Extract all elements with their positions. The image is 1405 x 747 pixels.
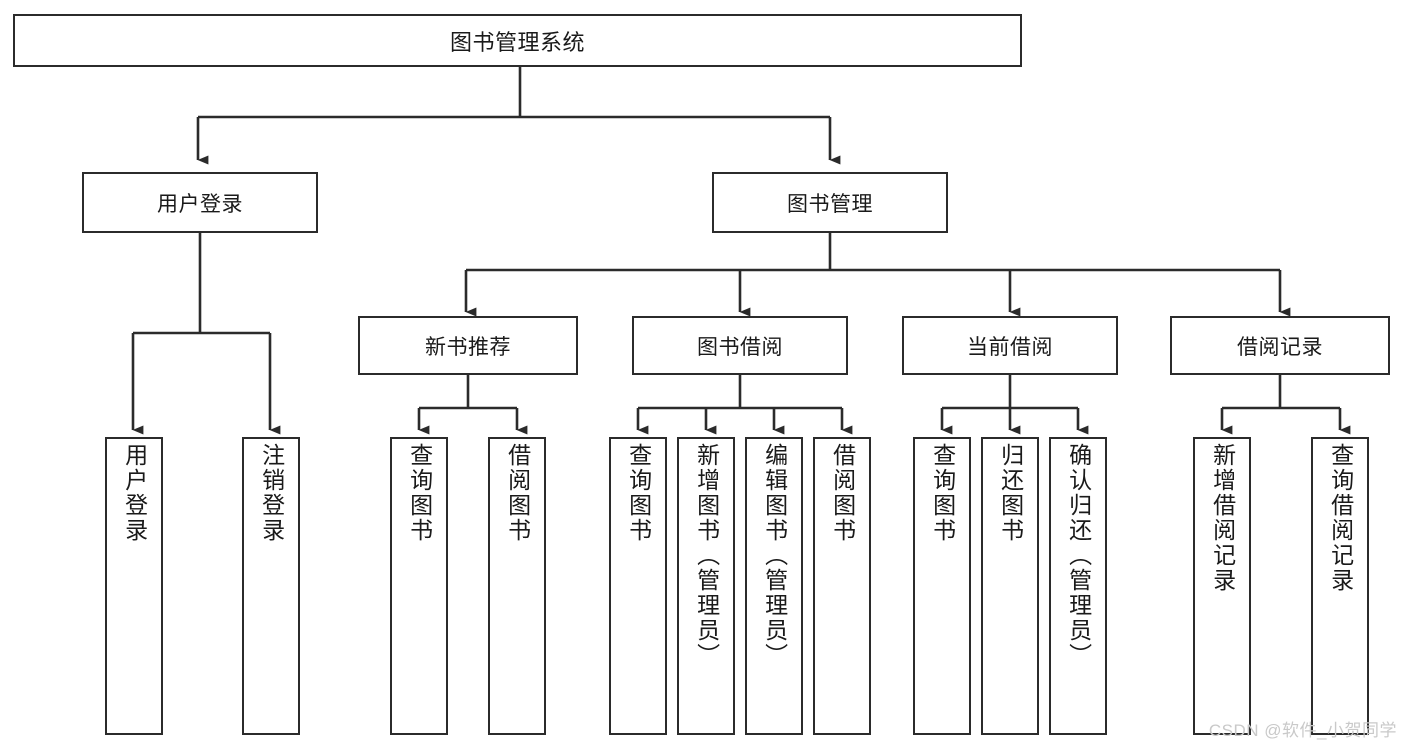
leaf-user-login[interactable]: 用户登录 — [105, 437, 163, 735]
leaf-borrow-book-recommend[interactable]: 借阅图书 — [488, 437, 546, 735]
leaf-edit-book-admin[interactable]: 编辑图书（管理员） — [745, 437, 803, 735]
leaf-query-book-current[interactable]: 查询图书 — [913, 437, 971, 735]
leaf-label: 用户登录 — [121, 443, 148, 543]
leaf-label: 确认归还（管理员） — [1065, 443, 1092, 668]
node-user-login-label: 用户登录 — [157, 192, 243, 216]
leaf-label: 新增图书（管理员） — [693, 443, 720, 668]
node-book-management[interactable]: 图书管理 — [712, 172, 948, 233]
leaf-label: 归还图书 — [997, 443, 1024, 543]
leaf-return-book[interactable]: 归还图书 — [981, 437, 1039, 735]
leaf-label: 注销登录 — [258, 443, 285, 543]
node-current-borrow-label: 当前借阅 — [967, 335, 1053, 359]
leaf-borrow-book[interactable]: 借阅图书 — [813, 437, 871, 735]
node-new-book-recommend-label: 新书推荐 — [425, 335, 511, 359]
leaf-label: 编辑图书（管理员） — [761, 443, 788, 668]
node-book-management-label: 图书管理 — [787, 192, 873, 216]
leaf-query-book-recommend[interactable]: 查询图书 — [390, 437, 448, 735]
leaf-label: 借阅图书 — [829, 443, 856, 543]
leaf-label: 查询图书 — [406, 443, 433, 543]
leaf-add-book-admin[interactable]: 新增图书（管理员） — [677, 437, 735, 735]
leaf-label: 查询图书 — [929, 443, 956, 543]
leaf-add-borrow-record[interactable]: 新增借阅记录 — [1193, 437, 1251, 735]
leaf-label: 新增借阅记录 — [1209, 443, 1236, 593]
node-user-login[interactable]: 用户登录 — [82, 172, 318, 233]
node-book-borrow[interactable]: 图书借阅 — [632, 316, 848, 375]
node-new-book-recommend[interactable]: 新书推荐 — [358, 316, 578, 375]
node-root[interactable]: 图书管理系统 — [13, 14, 1022, 67]
leaf-query-book-borrow[interactable]: 查询图书 — [609, 437, 667, 735]
node-book-borrow-label: 图书借阅 — [697, 335, 783, 359]
leaf-confirm-return-admin[interactable]: 确认归还（管理员） — [1049, 437, 1107, 735]
node-root-label: 图书管理系统 — [449, 29, 585, 55]
node-borrow-records[interactable]: 借阅记录 — [1170, 316, 1390, 375]
leaf-label: 查询借阅记录 — [1327, 443, 1354, 593]
node-current-borrow[interactable]: 当前借阅 — [902, 316, 1118, 375]
leaf-label: 查询图书 — [625, 443, 652, 543]
leaf-label: 借阅图书 — [504, 443, 531, 543]
leaf-logout[interactable]: 注销登录 — [242, 437, 300, 735]
leaf-query-borrow-record[interactable]: 查询借阅记录 — [1311, 437, 1369, 735]
node-borrow-records-label: 借阅记录 — [1237, 335, 1323, 359]
